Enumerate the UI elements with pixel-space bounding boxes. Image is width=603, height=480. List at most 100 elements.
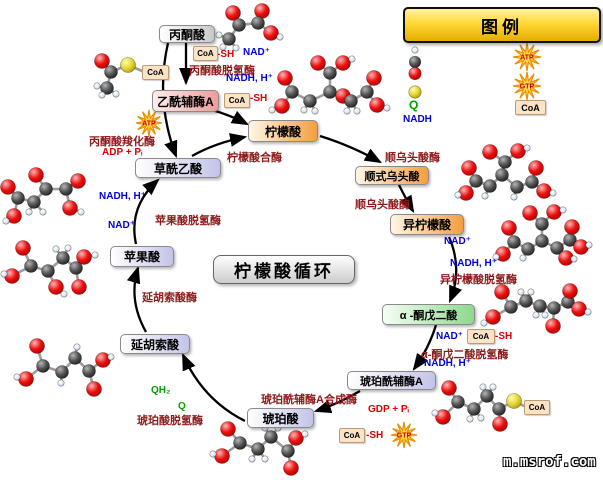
legend-title-box: 图例 (403, 7, 601, 43)
c-atom-icon (100, 81, 114, 95)
h-atom-icon (517, 288, 525, 296)
h-atom-icon (519, 254, 527, 262)
h-atom-icon (25, 208, 33, 216)
h-atom-icon (353, 107, 361, 115)
enzyme-label-succinate-dehydrogenase: 琥珀酸脱氢酶 (137, 415, 203, 427)
coa-acetyl: CoA (142, 65, 169, 80)
compound-box-pyruvate: 丙酮酸 (159, 25, 215, 43)
h-atom-icon (523, 144, 531, 152)
h-atom-icon (276, 33, 284, 41)
compound-box-fumarate: 延胡索酸 (120, 334, 190, 354)
c-atom-icon (469, 174, 483, 188)
cycle-arrow (181, 352, 246, 423)
h-atom-icon (248, 455, 256, 463)
cofactor-label: NAD⁺ (108, 220, 135, 231)
h-atom-icon (585, 241, 593, 249)
coa-citrate-synthase: CoA (224, 93, 250, 108)
compound-box-isocitrate: 异柠檬酸 (390, 214, 464, 235)
h-atom-icon (527, 288, 535, 296)
h-atom-icon (112, 90, 120, 98)
cofactor-label: -SH (366, 430, 384, 441)
cycle-arrow (397, 184, 415, 213)
nadh-symbol: NADH (403, 114, 432, 125)
o-atom-icon (283, 460, 299, 476)
o-atom-icon (492, 416, 508, 432)
h-atom-icon (268, 106, 276, 114)
c-atom-icon (504, 300, 518, 314)
o-atom-icon (48, 279, 64, 295)
h-atom-icon (52, 245, 60, 253)
c-atom-icon (521, 242, 535, 256)
h-atom-icon (300, 106, 308, 114)
hydrogen-atom-icon (411, 46, 419, 54)
h-atom-icon (477, 414, 485, 422)
o-atom-icon (335, 55, 351, 71)
o-atom-icon (562, 283, 578, 299)
h-atom-icon (64, 244, 72, 252)
o-atom-icon (485, 309, 501, 325)
h-atom-icon (348, 55, 356, 63)
molecule-pyruvate (215, 3, 284, 52)
compound-box-alpha-ketoglutarate: α -酮戊二酸 (382, 304, 475, 325)
c-atom-icon (222, 32, 236, 46)
h-atom-icon (343, 107, 351, 115)
h-atom-icon (492, 253, 500, 261)
c-atom-icon (492, 402, 506, 416)
c-atom-icon (41, 264, 55, 278)
c-atom-icon (24, 259, 38, 273)
c-atom-icon (55, 365, 69, 379)
enzyme-label-citrate-synthase: 柠檬酸合酶 (227, 152, 282, 164)
coa-legend: CoA (515, 100, 546, 115)
c-atom-icon (498, 155, 512, 169)
molecule-cis-aconitate (454, 143, 557, 201)
h-atom-icon (98, 91, 106, 99)
cycle-arrow (126, 265, 148, 333)
enzyme-label-pyruvate-dehydrogenase: 丙酮酸脱氢酶 (189, 65, 255, 77)
c-atom-icon (281, 444, 295, 458)
enzyme-label-succinyl-coa-synthetase: 琥珀酰辅酶A合成酶 (261, 394, 357, 406)
c-atom-icon (467, 402, 481, 416)
c-atom-icon (533, 299, 547, 313)
svg-text:GTP: GTP (520, 83, 535, 90)
h-atom-icon (431, 409, 439, 417)
o-atom-icon (94, 53, 110, 69)
compound-box-cis-aconitate: 顺式乌头酸 (355, 166, 429, 185)
cofactor-label: -SH (217, 49, 235, 60)
o-atom-icon (225, 5, 241, 21)
o-atom-icon (0, 179, 16, 195)
oxygen-atom-icon (408, 67, 422, 81)
enzyme-label-alpha-ketoglutarate-dehydrogenase: α-酮戊二酸脱氢酶 (421, 349, 509, 361)
atp-starburst: ATP (135, 109, 163, 137)
compound-box-citrate: 柠檬酸 (248, 120, 318, 142)
c-atom-icon (323, 66, 337, 80)
h-atom-icon (559, 206, 567, 214)
o-atom-icon (571, 301, 587, 317)
c-atom-icon (550, 241, 564, 255)
c-atom-icon (82, 364, 96, 378)
h-atom-icon (107, 353, 115, 361)
enzyme-label-pyruvate-carboxylase: 丙酮酸羧化酶 (89, 136, 155, 148)
compound-box-oxaloacetate: 草酰乙酸 (135, 158, 221, 178)
h-atom-icon (383, 104, 391, 112)
h-atom-icon (466, 415, 474, 423)
c-atom-icon (27, 195, 41, 209)
h-atom-icon (60, 290, 68, 298)
cycle-arrow (191, 133, 248, 158)
o-atom-icon (545, 318, 561, 334)
c-atom-icon (525, 175, 539, 189)
cycle-arrow (313, 390, 361, 414)
watermark: m.msrof.com (503, 454, 596, 470)
cofactor-label: NAD⁺ (243, 47, 270, 58)
molecule-malate (0, 240, 99, 298)
h-atom-icon (0, 270, 8, 278)
o-atom-icon (528, 160, 544, 176)
h-atom-icon (489, 383, 497, 391)
h-atom-icon (219, 43, 227, 51)
cofactor-label: NADH, H⁺ (226, 73, 273, 84)
c-atom-icon (510, 180, 524, 194)
c-atom-icon (232, 18, 246, 32)
coa-succinyl-molecule: CoA (524, 400, 550, 415)
h-atom-icon (541, 311, 549, 319)
molecule-structures (0, 3, 593, 476)
